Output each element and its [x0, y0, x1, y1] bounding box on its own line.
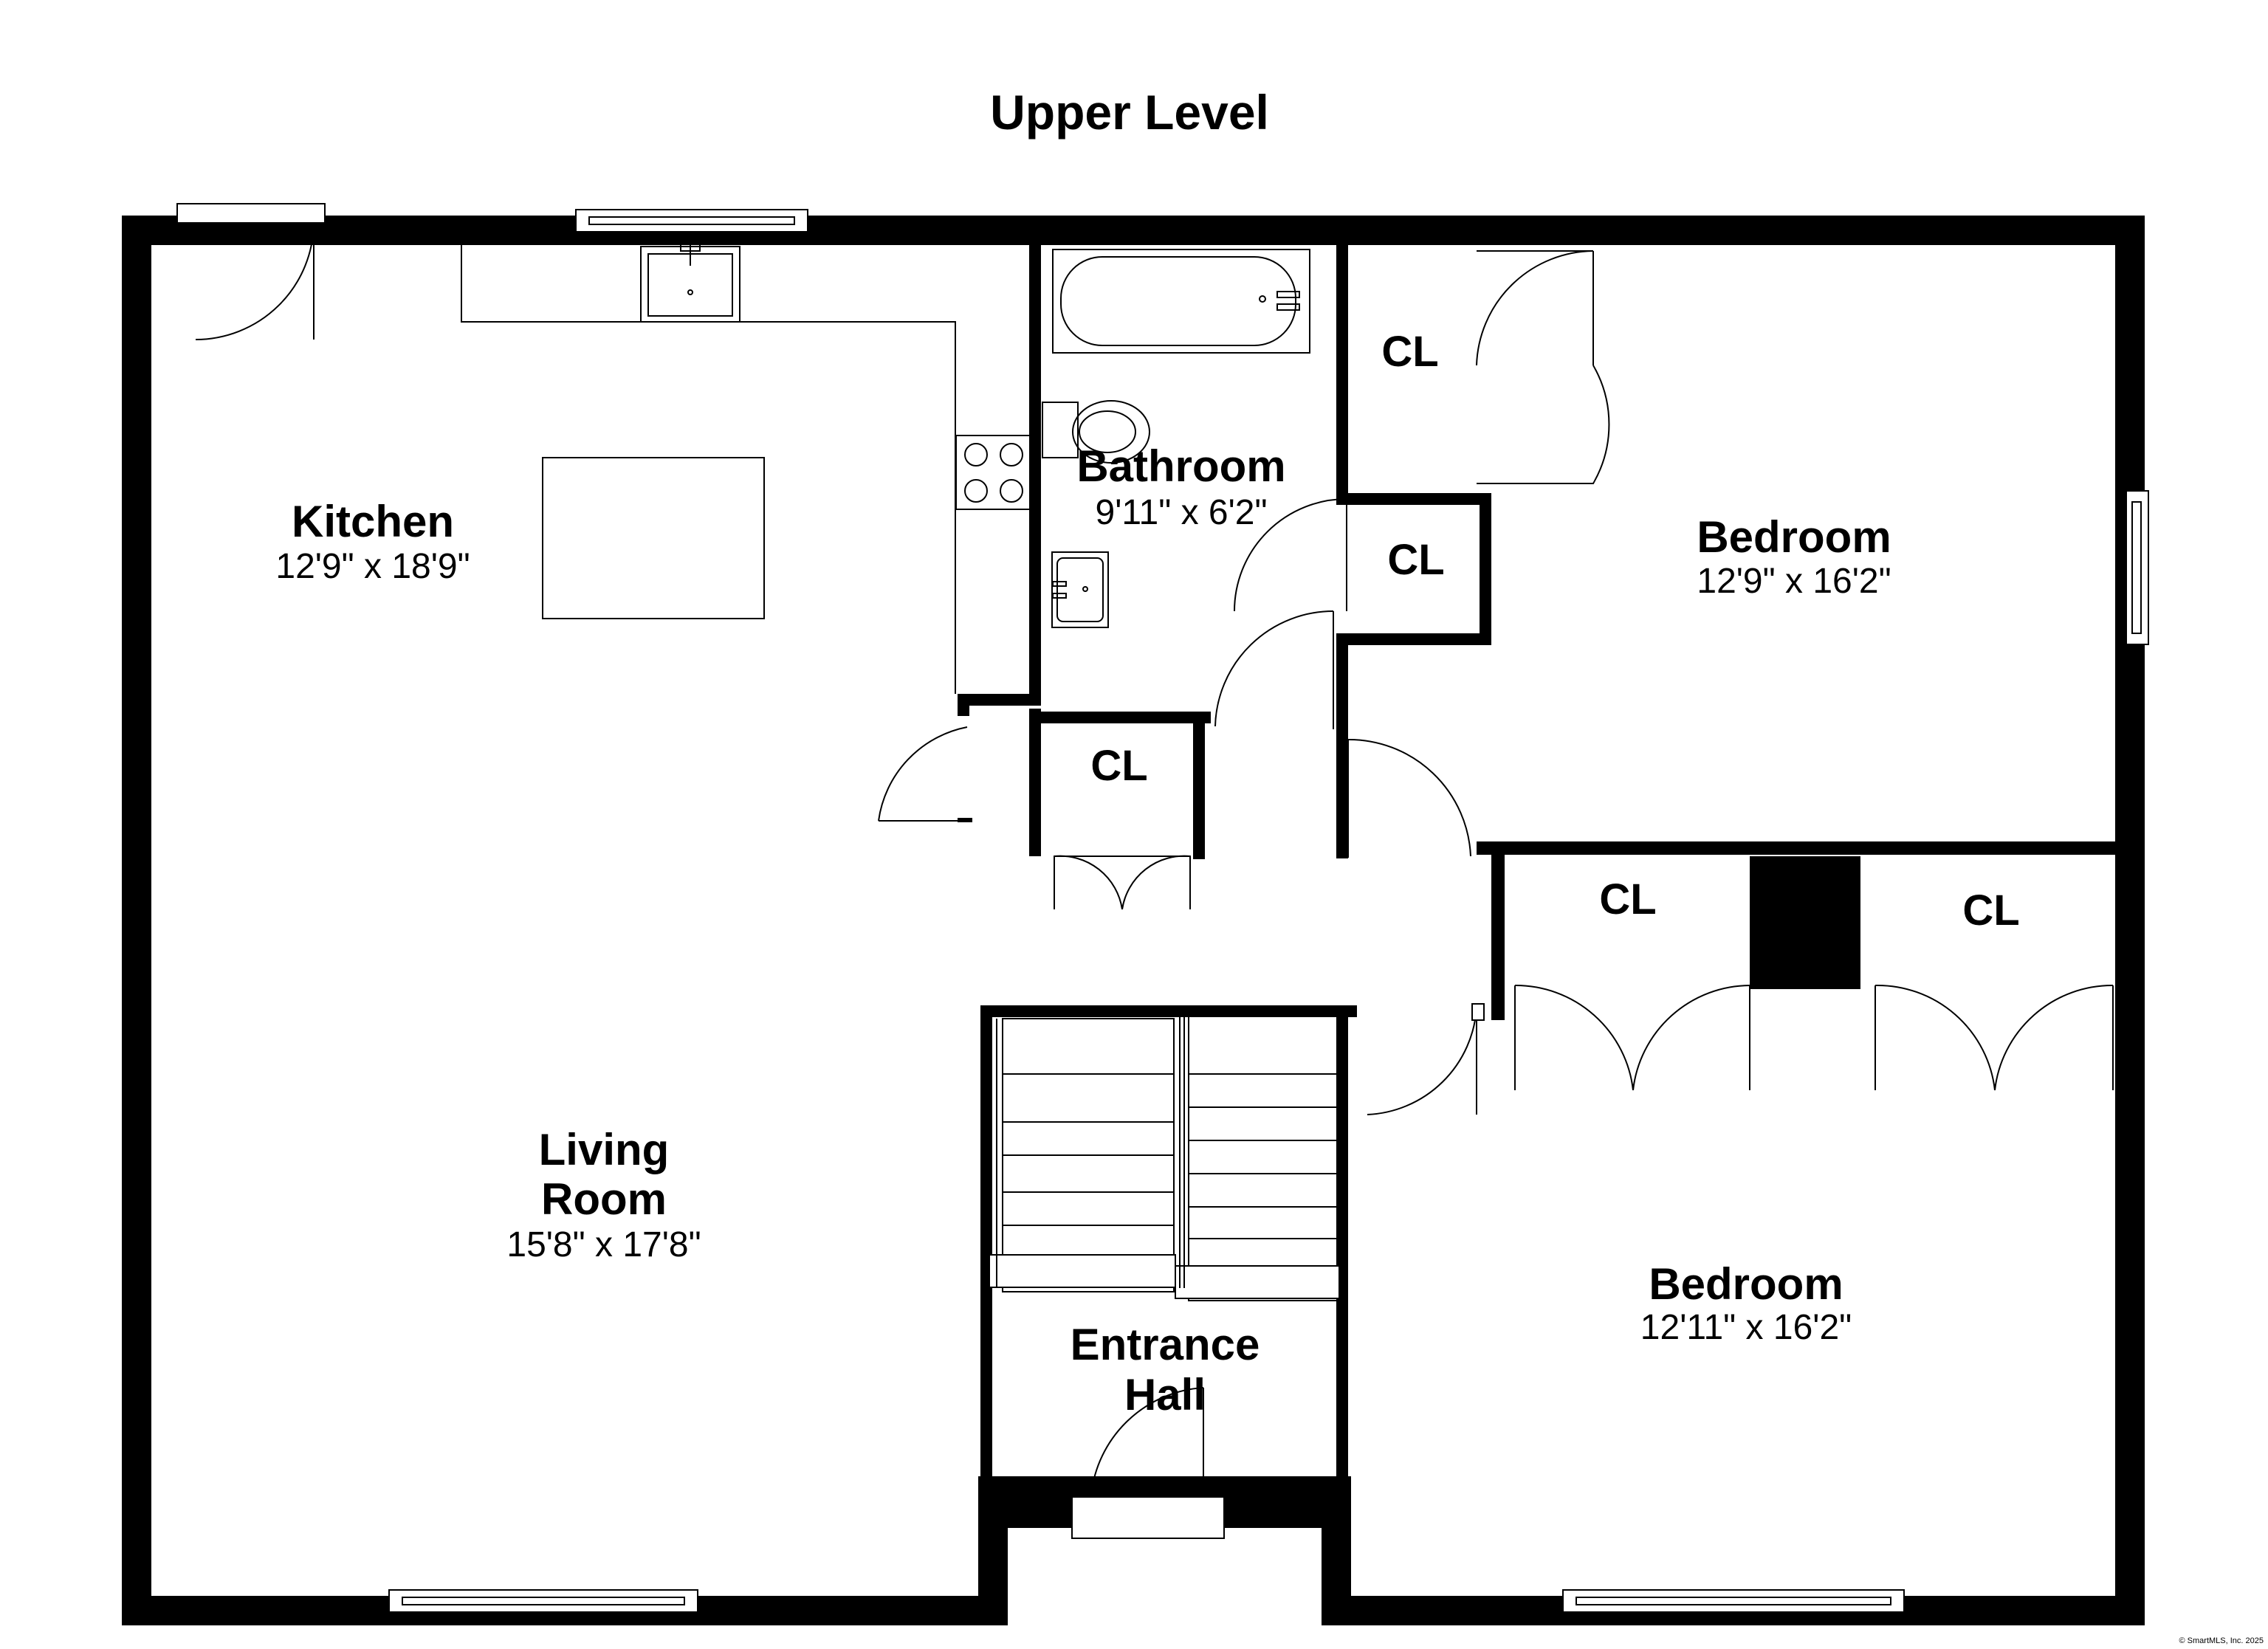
closet-label: CL: [1599, 875, 1656, 923]
room-label-entrance-hall-line2: Hall: [1124, 1370, 1206, 1419]
closet-label: CL: [1381, 328, 1438, 376]
bathroom-fixtures: [1042, 249, 1310, 628]
room-label-living-room-line2: Room: [541, 1174, 667, 1224]
room-label-entrance-hall-line1: Entrance: [1071, 1320, 1260, 1369]
interior-walls: [958, 244, 2145, 1522]
closet-label: CL: [1090, 742, 1147, 790]
room-dims-living-room: 15'8" x 17'8": [506, 1225, 701, 1264]
plan-title: Upper Level: [990, 85, 1269, 140]
room-label-bathroom: Bathroom: [1076, 441, 1285, 491]
closet-label: CL: [1387, 536, 1444, 584]
doors: [176, 203, 2114, 1495]
room-dims-bedroom-upper: 12'9" x 16'2": [1697, 562, 1891, 601]
windows: [388, 209, 2149, 1613]
closet-label: CL: [1962, 887, 2019, 934]
room-label-bedroom-upper: Bedroom: [1697, 512, 1891, 562]
room-dims-kitchen: 12'9" x 18'9": [275, 547, 470, 586]
room-dims-bathroom: 9'11" x 6'2": [1096, 493, 1268, 532]
room-label-kitchen: Kitchen: [292, 497, 454, 546]
copyright-notice: © SmartMLS, Inc. 2025: [2179, 1636, 2264, 1645]
stairs: [989, 1011, 1340, 1301]
room-label-living-room-line1: Living: [539, 1125, 670, 1174]
kitchen-fixtures: [461, 243, 1031, 694]
room-dims-bedroom-lower: 12'11" x 16'2": [1640, 1308, 1852, 1347]
room-label-bedroom-lower: Bedroom: [1649, 1259, 1843, 1309]
